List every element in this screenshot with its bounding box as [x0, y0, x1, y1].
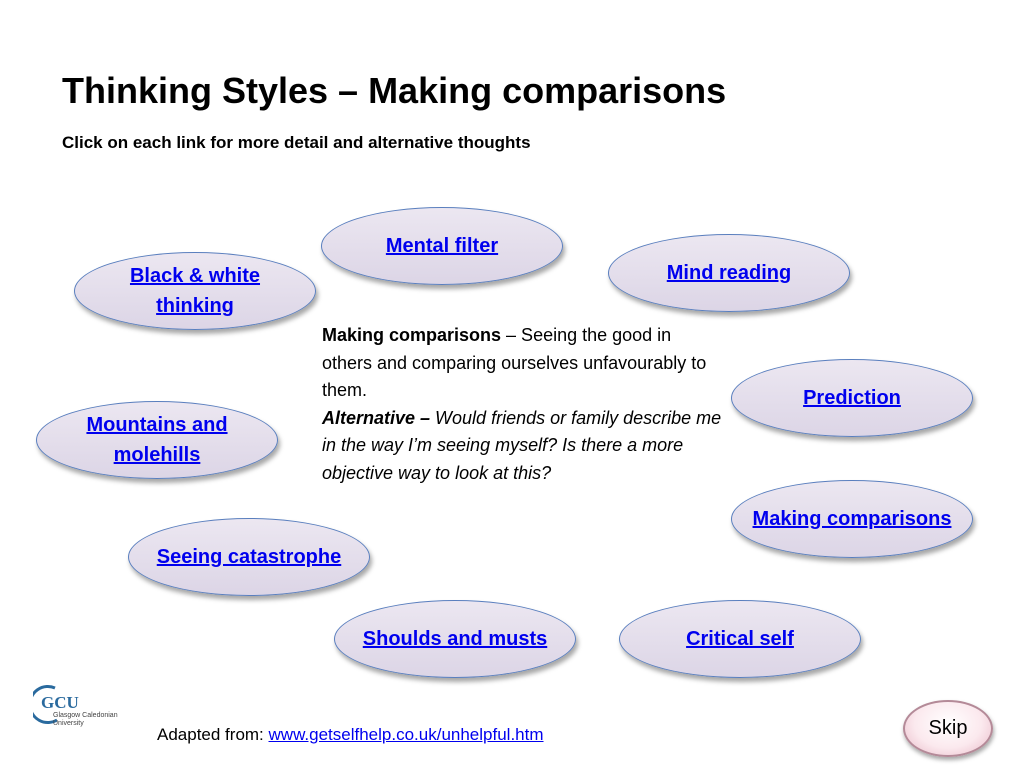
slide-title: Thinking Styles – Making comparisons: [62, 70, 727, 111]
logo-mark: GCU: [41, 693, 79, 712]
link-critical-self[interactable]: Critical self: [686, 628, 794, 650]
alternative-label: Alternative –: [322, 407, 436, 428]
skip-button[interactable]: Skip: [903, 700, 993, 757]
link-seeing-catastrophe-oval[interactable]: Seeing catastrophe: [128, 518, 370, 596]
logo-line-2: University: [53, 720, 84, 727]
logo-line-1: Glasgow Caledonian: [53, 712, 118, 719]
link-mountains-molehills[interactable]: Mountains and molehills: [86, 414, 228, 466]
description-definition: – Seeing the good in others and comparin…: [322, 325, 707, 400]
description-text: Making comparisons – Seeing the good in …: [322, 322, 722, 487]
alternative-text: Would friends or family describe me in t…: [322, 407, 722, 483]
link-mountains-molehills-oval[interactable]: Mountains and molehills: [36, 401, 278, 479]
link-making-comparisons-oval[interactable]: Making comparisons: [731, 480, 973, 558]
footer-link[interactable]: www.getselfhelp.co.uk/unhelpful.htm: [268, 725, 544, 744]
link-seeing-catastrophe[interactable]: Seeing catastrophe: [156, 546, 342, 568]
link-black-white-thinking[interactable]: Black & white thinking: [129, 265, 261, 317]
link-mental-filter-oval[interactable]: Mental filter: [321, 207, 563, 285]
link-prediction[interactable]: Prediction: [803, 387, 901, 409]
link-mind-reading[interactable]: Mind reading: [666, 262, 792, 284]
link-shoulds-musts[interactable]: Shoulds and musts: [362, 628, 548, 650]
link-mental-filter[interactable]: Mental filter: [385, 235, 499, 257]
link-making-comparisons[interactable]: Making comparisons: [752, 508, 952, 530]
footer-prefix: Adapted from:: [157, 725, 269, 744]
description-term: Making comparisons: [322, 325, 502, 345]
link-shoulds-musts-oval[interactable]: Shoulds and musts: [334, 600, 576, 678]
link-critical-self-oval[interactable]: Critical self: [619, 600, 861, 678]
gcu-logo: GCU Glasgow Caledonian University: [33, 685, 118, 727]
link-prediction-oval[interactable]: Prediction: [731, 359, 973, 437]
link-mind-reading-oval[interactable]: Mind reading: [608, 234, 850, 312]
footer-attribution: Adapted from: www.getselfhelp.co.uk/unhe…: [157, 725, 544, 745]
slide-subtitle: Click on each link for more detail and a…: [62, 133, 531, 152]
link-black-white-thinking-oval[interactable]: Black & white thinking: [74, 252, 316, 330]
